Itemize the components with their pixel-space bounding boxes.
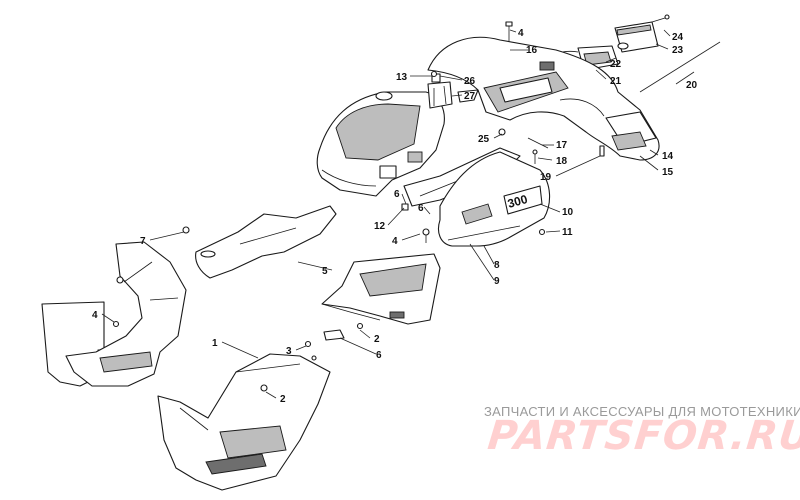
callout-12: 12 bbox=[374, 221, 386, 232]
callout-10: 10 bbox=[562, 207, 574, 218]
screw-7-left bbox=[116, 226, 190, 284]
callout-6-lower: 6 bbox=[376, 350, 382, 361]
callout-7: 7 bbox=[140, 236, 146, 247]
callout-4-mid: 4 bbox=[392, 236, 398, 247]
callout-4-top: 4 bbox=[518, 28, 524, 39]
callout-9: 9 bbox=[494, 276, 500, 287]
callout-labels: 24 23 22 21 20 16 4 26 27 13 25 17 18 19… bbox=[92, 28, 698, 405]
callout-25: 25 bbox=[478, 134, 490, 145]
watermark-logo: PARTSFOR.RU bbox=[485, 413, 800, 459]
callout-22: 22 bbox=[610, 59, 622, 70]
callout-27: 27 bbox=[464, 91, 476, 102]
leader-lines bbox=[101, 29, 671, 399]
callout-6-upper: 6 bbox=[394, 189, 400, 200]
left-footrest bbox=[65, 241, 187, 387]
center-footwell-guard bbox=[321, 253, 441, 325]
screw-11 bbox=[538, 228, 546, 236]
callout-8: 8 bbox=[494, 260, 500, 271]
fender-rod-17-18 bbox=[527, 137, 549, 164]
callout-19: 19 bbox=[540, 172, 552, 183]
callout-23: 23 bbox=[672, 45, 684, 56]
callout-15: 15 bbox=[662, 167, 674, 178]
callout-16: 16 bbox=[526, 45, 538, 56]
callout-1: 1 bbox=[212, 338, 218, 349]
screw-2-lower bbox=[260, 384, 268, 392]
left-inner-panel bbox=[195, 205, 337, 279]
callout-11: 11 bbox=[562, 227, 573, 238]
callout-6-mid: 6 bbox=[418, 203, 424, 214]
callout-3: 3 bbox=[286, 346, 292, 357]
rear-fender bbox=[427, 36, 660, 161]
callout-20: 20 bbox=[686, 80, 698, 91]
callout-13: 13 bbox=[396, 72, 408, 83]
taillight-bulb bbox=[617, 42, 629, 50]
screw-4-left bbox=[112, 320, 120, 328]
right-footrest bbox=[157, 353, 331, 491]
callout-2-lower: 2 bbox=[280, 394, 286, 405]
screw-2-center bbox=[356, 322, 364, 330]
callout-17: 17 bbox=[556, 140, 568, 151]
decal-300-text: 300 bbox=[506, 192, 529, 211]
fender-screw-25 bbox=[498, 128, 506, 136]
callout-2-center: 2 bbox=[374, 334, 380, 345]
callout-24: 24 bbox=[672, 32, 684, 43]
front-bracket bbox=[427, 81, 479, 109]
screw-12 bbox=[401, 203, 409, 211]
model-decal: 300 bbox=[503, 185, 543, 215]
callout-14: 14 bbox=[662, 151, 674, 162]
side-panel-right: 300 bbox=[437, 151, 551, 247]
callout-26: 26 bbox=[464, 76, 476, 87]
callout-18: 18 bbox=[556, 156, 568, 167]
screw-26 bbox=[430, 70, 438, 78]
screw-3 bbox=[304, 340, 317, 361]
callout-5: 5 bbox=[322, 266, 328, 277]
screw-6-lower bbox=[323, 329, 345, 341]
callout-21: 21 bbox=[610, 76, 622, 87]
watermark-subtitle: ЗАПЧАСТИ И АКСЕССУАРЫ ДЛЯ МОТОТЕХНИКИ bbox=[484, 404, 800, 419]
front-fender bbox=[316, 91, 445, 197]
callout-4-left: 4 bbox=[92, 310, 98, 321]
screw-4-mid bbox=[422, 228, 430, 243]
